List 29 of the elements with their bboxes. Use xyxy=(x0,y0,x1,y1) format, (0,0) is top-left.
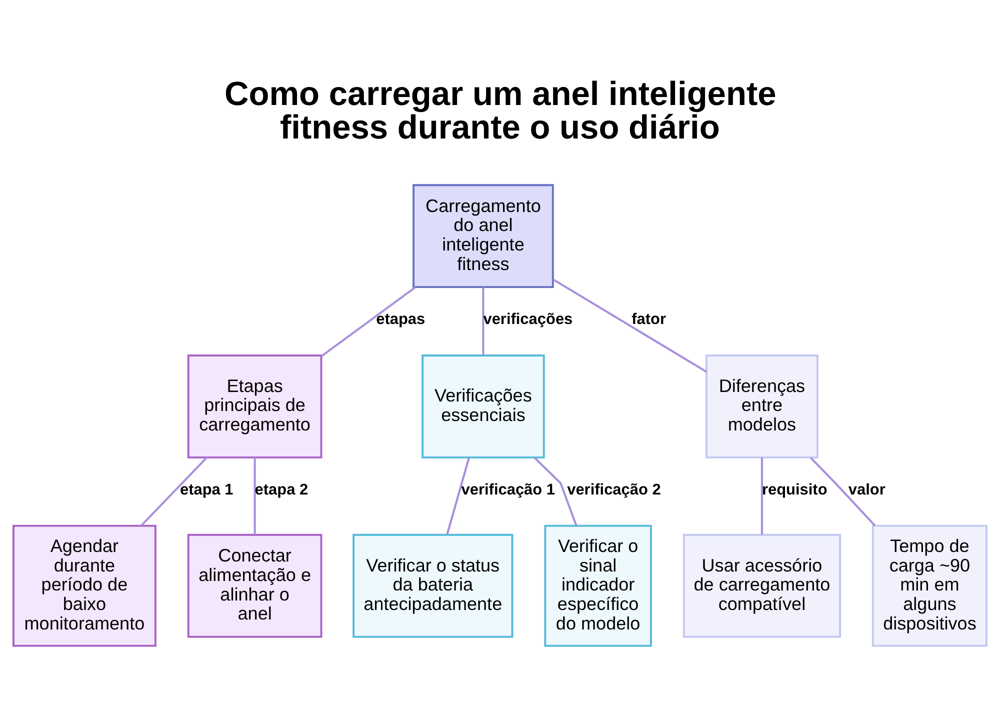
connector xyxy=(320,286,416,358)
node-box: Agendar durante período de baixo monitoramento xyxy=(12,524,156,647)
edge-label: verificação 2 xyxy=(567,481,661,498)
node-box: Verificar o status da bateria antecipadamente xyxy=(352,534,514,638)
node-box: Carregamento do anel inteligente fitness xyxy=(412,184,554,288)
edge-label: valor xyxy=(848,481,886,498)
edge-label: fator xyxy=(632,310,666,328)
edge-label: verificações xyxy=(483,310,573,328)
connector xyxy=(534,456,578,526)
connector xyxy=(760,457,763,535)
edge-label: etapa 2 xyxy=(254,481,308,498)
diagram-title: Como carregar um anel inteligente fitness durante o uso diário xyxy=(224,76,776,146)
connector xyxy=(810,456,876,526)
node-box: Usar acessório de carregamento compatível xyxy=(682,534,841,638)
node-box: Tempo de carga ~90 min em alguns dispositivos xyxy=(872,524,988,647)
connector xyxy=(446,457,470,535)
edge-label: etapa 1 xyxy=(180,481,234,498)
node-box: Verificar o sinal indicador específico do modelo xyxy=(544,524,652,647)
edge-label: requisito xyxy=(762,481,828,498)
node-box: Verificações essenciais xyxy=(422,354,545,458)
node-box: Conectar alimentação e alinhar o anel xyxy=(187,534,322,638)
edge-label: verificação 1 xyxy=(461,481,556,498)
connector xyxy=(552,278,707,373)
edge-label: etapas xyxy=(376,310,426,328)
connector xyxy=(254,457,256,535)
node-box: Etapas principais de carregamento xyxy=(187,354,322,458)
connector xyxy=(482,287,484,356)
node-box: Diferenças entre modelos xyxy=(706,354,818,458)
connector xyxy=(140,456,208,527)
